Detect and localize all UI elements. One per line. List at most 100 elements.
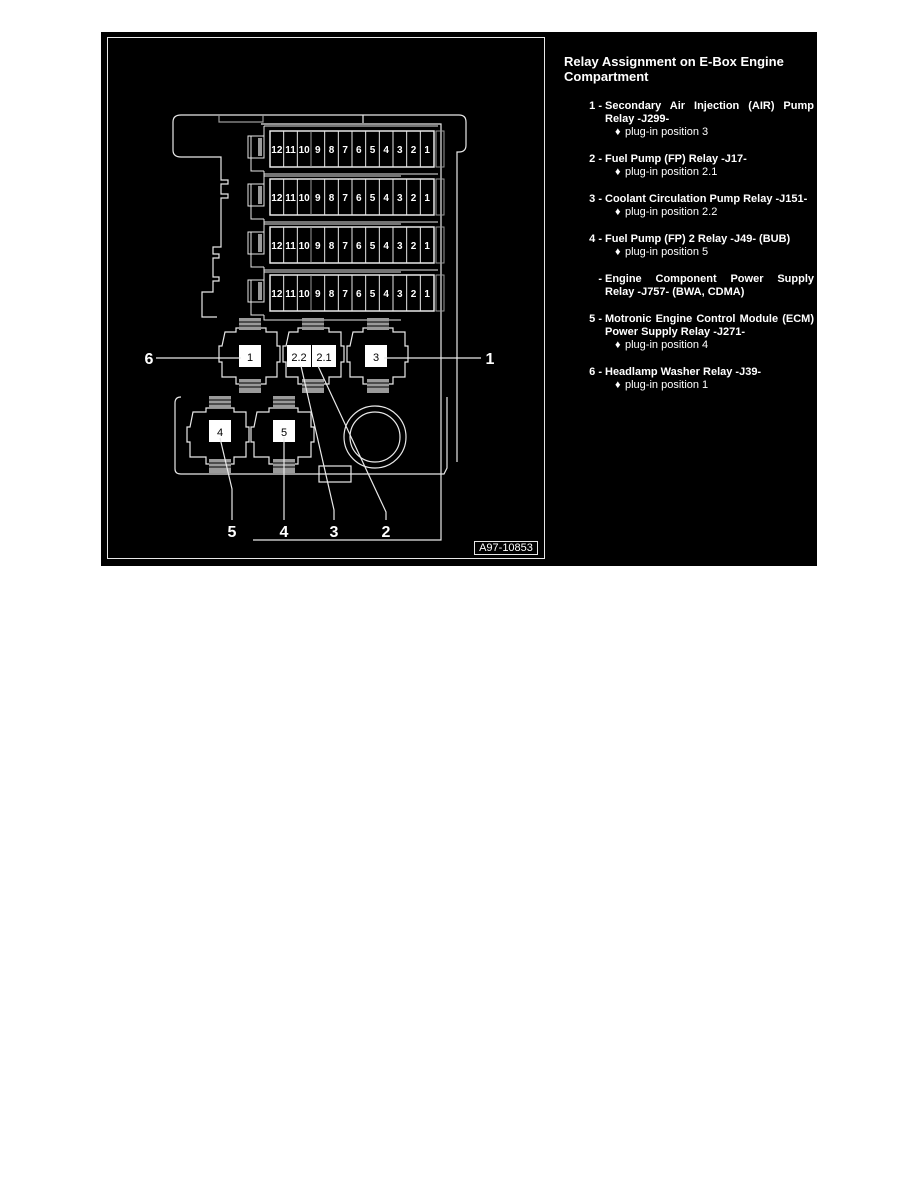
fuse-number: 1	[424, 193, 430, 204]
legend-item-name: Fuel Pump (FP) 2 Relay -J49- (BUB)	[605, 233, 791, 245]
legend-item-sub: ♦plug-in position 4	[615, 339, 709, 351]
legend-item-name: Engine Component Power Supply Relay -J75…	[605, 273, 814, 298]
fuse-number: 6	[356, 145, 362, 156]
fuse-number: 10	[299, 193, 311, 204]
fuse-number: 3	[397, 289, 403, 300]
relay-position-4	[209, 420, 231, 442]
fuse-number: 9	[315, 289, 321, 300]
fuse-number: 12	[271, 289, 283, 300]
legend-item-sub: ♦plug-in position 2.1	[615, 166, 718, 178]
fuse-number: 11	[285, 145, 296, 156]
legend-item: 5 - Motronic Engine Control Module (ECM)…	[564, 313, 814, 352]
fuse-number: 6	[356, 289, 362, 300]
fuse-number: 8	[329, 289, 335, 300]
fuse-number: 1	[424, 241, 430, 252]
legend-item-name: Coolant Circulation Pump Relay -J151-	[605, 193, 808, 205]
fuse-number: 11	[285, 241, 296, 252]
svg-text:5: 5	[281, 427, 287, 439]
fuse-number: 2	[411, 193, 417, 204]
fuse-number: 12	[271, 241, 283, 252]
fuse-number: 7	[342, 289, 348, 300]
legend-item: 6 - Headlamp Washer Relay -J39- ♦plug-in…	[564, 366, 814, 392]
legend-item-number: 3 -	[589, 193, 602, 205]
legend-item: 4 - Fuel Pump (FP) 2 Relay -J49- (BUB) ♦…	[564, 233, 814, 259]
fuse-number: 3	[397, 241, 403, 252]
legend-item: - Engine Component Power Supply Relay -J…	[564, 273, 814, 299]
legend-item-name: Fuel Pump (FP) Relay -J17-	[605, 153, 747, 165]
relay-position-2-2	[287, 345, 311, 367]
legend-item-sub: ♦plug-in position 5	[615, 246, 709, 258]
svg-text:2.2: 2.2	[291, 352, 306, 364]
diamond-icon: ♦	[615, 246, 621, 258]
fuse-number: 5	[370, 289, 376, 300]
fuse-number: 9	[315, 241, 321, 252]
legend-item-sub: ♦plug-in position 2.2	[615, 206, 718, 218]
fuse-number: 2	[411, 241, 417, 252]
relay-position-5	[273, 420, 295, 442]
fuse-number: 7	[342, 145, 348, 156]
legend-item-number: 5 -	[589, 313, 602, 325]
legend-item-name: Secondary Air Injection (AIR) Pump Relay…	[605, 100, 814, 125]
legend-list: 1 - Secondary Air Injection (AIR) Pump R…	[564, 100, 814, 392]
fuse-number: 2	[411, 145, 417, 156]
legend-item-sub: ♦plug-in position 3	[615, 126, 709, 138]
fuse-number: 7	[342, 193, 348, 204]
svg-text:2.1: 2.1	[316, 352, 331, 364]
diamond-icon: ♦	[615, 339, 621, 351]
callout-5: 5	[228, 524, 237, 541]
svg-text:4: 4	[217, 427, 223, 439]
fuse-number: 5	[370, 145, 376, 156]
fuse-number: 12	[271, 145, 283, 156]
fuse-number: 4	[383, 289, 389, 300]
legend-item: 2 - Fuel Pump (FP) Relay -J17- ♦plug-in …	[564, 153, 814, 179]
fuse-number: 1	[424, 289, 430, 300]
fuse-number: 5	[370, 241, 376, 252]
diamond-icon: ♦	[615, 206, 621, 218]
diamond-icon: ♦	[615, 379, 621, 391]
relay-position-2-1	[312, 345, 336, 367]
svg-text:1: 1	[247, 352, 253, 364]
fuse-number: 10	[299, 145, 311, 156]
fuse-number: 4	[383, 145, 389, 156]
fuse-number: 4	[383, 193, 389, 204]
diagram-frame	[107, 37, 545, 559]
fuse-number: 6	[356, 241, 362, 252]
fuse-number: 10	[299, 289, 311, 300]
fuse-number: 11	[285, 193, 296, 204]
legend-item-number: 2 -	[589, 153, 602, 165]
legend-title: Relay Assignment on E-Box Engine Compart…	[564, 54, 784, 84]
callout-2: 2	[382, 524, 391, 541]
legend-item-name: Headlamp Washer Relay -J39-	[605, 366, 762, 378]
diamond-icon: ♦	[615, 126, 621, 138]
legend-item-number: -	[598, 273, 602, 285]
fuse-number: 6	[356, 193, 362, 204]
diamond-icon: ♦	[615, 166, 621, 178]
fuse-number: 7	[342, 241, 348, 252]
legend-item-number: 4 -	[589, 233, 602, 245]
fuse-number: 9	[315, 145, 321, 156]
fuse-number: 8	[329, 193, 335, 204]
fuse-number: 2	[411, 289, 417, 300]
fuse-number: 5	[370, 193, 376, 204]
svg-text:3: 3	[373, 352, 379, 364]
fuse-number: 8	[329, 241, 335, 252]
relay-legend: Relay Assignment on E-Box Engine Compart…	[564, 54, 814, 406]
callout-1: 1	[486, 351, 495, 368]
legend-item: 1 - Secondary Air Injection (AIR) Pump R…	[564, 100, 814, 139]
fuse-number: 9	[315, 193, 321, 204]
callout-6: 6	[145, 351, 154, 368]
fuse-number: 8	[329, 145, 335, 156]
fuse-number: 3	[397, 145, 403, 156]
legend-item-sub: ♦plug-in position 1	[615, 379, 709, 391]
callout-4: 4	[280, 524, 289, 541]
relay-position-1	[239, 345, 261, 367]
figure-code: A97-10853	[474, 541, 538, 555]
fuse-number: 12	[271, 193, 283, 204]
